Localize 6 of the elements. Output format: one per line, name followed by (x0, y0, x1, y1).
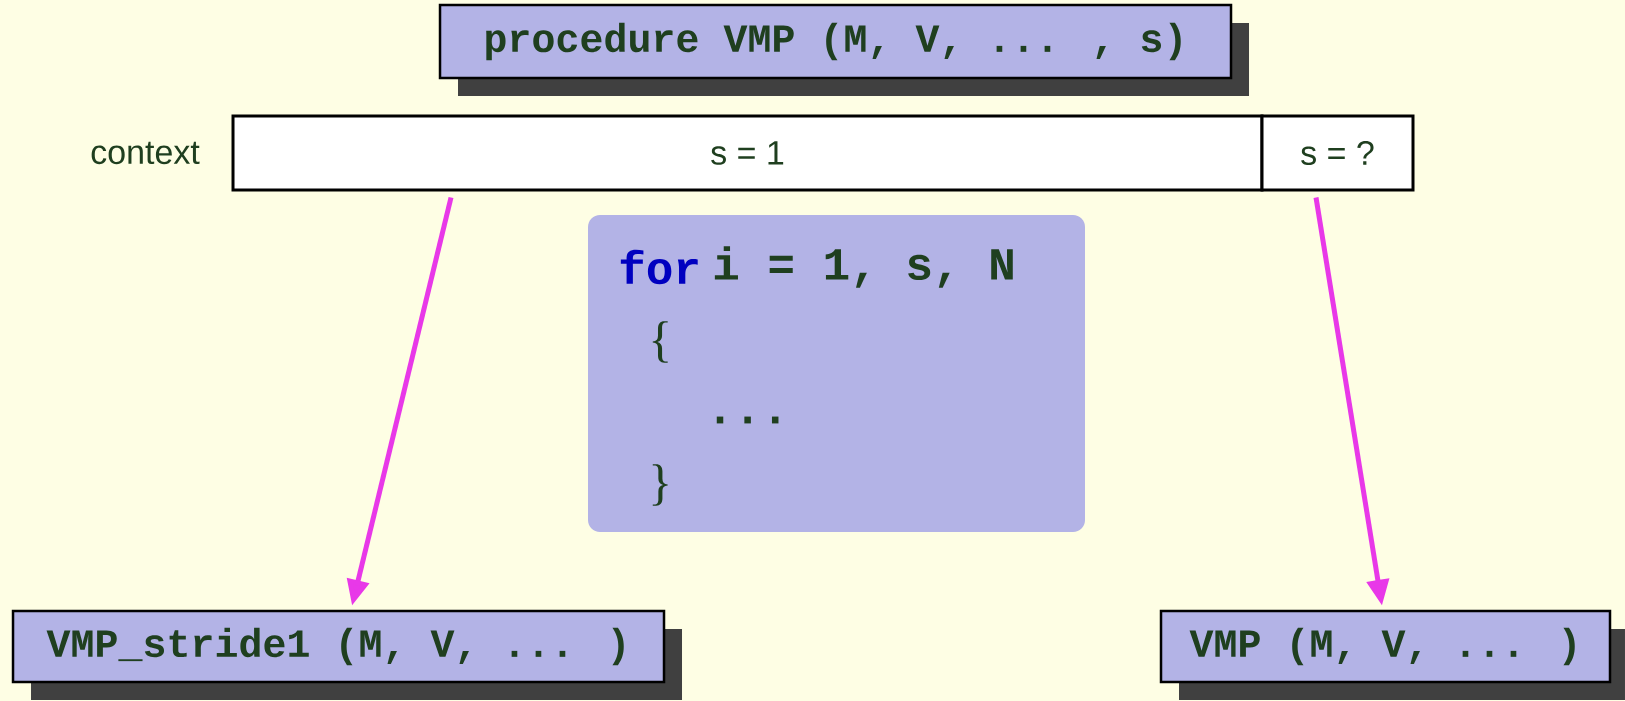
code-block: for i = 1, s, N { ... } (588, 215, 1085, 532)
call-box: VMP_stride1 (M, V, ... ) (11, 609, 682, 700)
call-box: VMP (M, V, ... ) (1159, 609, 1625, 700)
context-label: context (91, 141, 200, 165)
procedure-box: procedure VMP (M, V, ... , s) (438, 3, 1249, 96)
context-box: s = ? (1260, 114, 1415, 192)
